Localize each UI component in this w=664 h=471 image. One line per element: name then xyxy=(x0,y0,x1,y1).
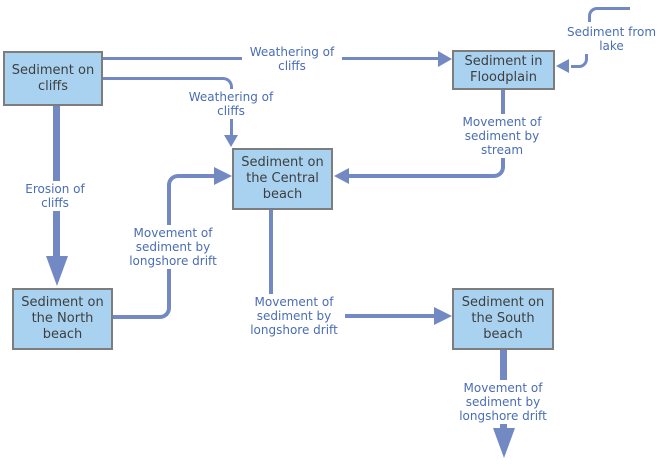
node-sediment-on-south-beach: Sediment on the South beach xyxy=(452,288,554,350)
connector-longshore-central-horizontal xyxy=(288,314,435,318)
connector-longshore-north-horizontal xyxy=(113,315,155,319)
connector-lake-to-floodplain xyxy=(571,49,588,68)
edge-label-sediment-from-lake: Sediment from lake xyxy=(560,24,663,54)
node-sediment-in-floodplain: Sediment in Floodplain xyxy=(452,50,555,90)
arrowhead-into-floodplain-icon xyxy=(438,51,452,67)
edge-label-weathering-of-cliffs-2: Weathering of cliffs xyxy=(181,89,281,119)
connector-stream-horizontal xyxy=(348,174,486,178)
connector-lake-inflow-hook xyxy=(588,7,630,22)
connector-stream-corner xyxy=(486,160,505,178)
edge-label-longshore-drift-north: Movement of sediment by longshore drift xyxy=(120,225,226,269)
node-sediment-on-north-beach: Sediment on the North beach xyxy=(12,288,113,350)
edge-label-movement-by-stream: Movement of sediment by stream xyxy=(452,114,552,158)
arrowhead-into-central-right-icon xyxy=(334,168,349,184)
arrowhead-south-outflow-icon xyxy=(493,428,515,458)
arrowhead-into-floodplain-right-icon xyxy=(556,59,569,73)
connector-longshore-central-vertical xyxy=(269,210,273,302)
arrowhead-into-north-icon xyxy=(46,256,68,286)
connector-longshore-north-corner-bottom xyxy=(152,300,171,319)
node-sediment-on-cliffs: Sediment on cliffs xyxy=(3,51,103,106)
edge-label-weathering-of-cliffs-1: Weathering of cliffs xyxy=(242,44,342,74)
node-sediment-on-central-beach: Sediment on the Central beach xyxy=(232,148,333,210)
arrowhead-into-central-left-icon xyxy=(214,167,232,185)
arrowhead-into-south-icon xyxy=(434,307,452,325)
arrowhead-into-central-top-icon xyxy=(224,135,238,147)
edge-label-erosion-of-cliffs: Erosion of cliffs xyxy=(15,181,95,211)
connector-longshore-north-horizontal-2 xyxy=(187,174,215,178)
edge-label-longshore-drift-central: Movement of sediment by longshore drift xyxy=(243,294,345,338)
connector-longshore-north-corner-top xyxy=(167,174,187,193)
edge-label-longshore-drift-south: Movement of sediment by longshore drift xyxy=(450,380,556,424)
